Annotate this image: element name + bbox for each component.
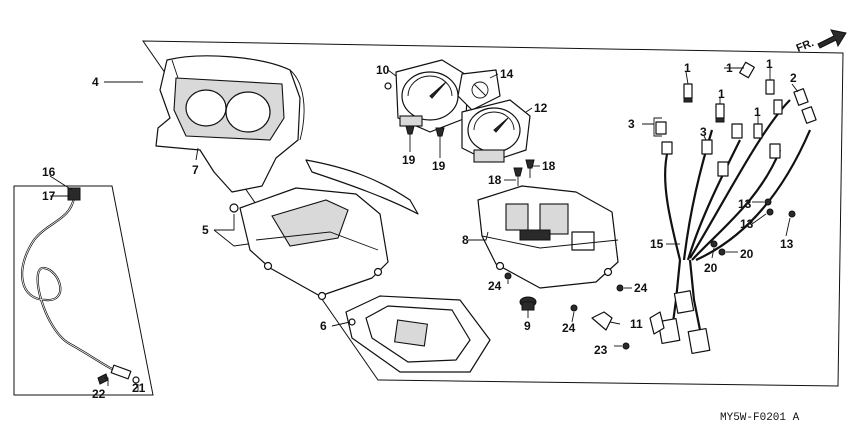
callout-1d: 1 <box>766 57 773 71</box>
callout-8: 8 <box>462 233 469 247</box>
meter-cover-upper <box>155 55 305 193</box>
callout-14: 14 <box>500 67 514 81</box>
speedometer <box>384 59 469 133</box>
callout-18a: 18 <box>488 173 502 187</box>
callout-13c: 13 <box>780 237 794 251</box>
speedometer-cable <box>21 187 140 385</box>
callout-20b: 20 <box>740 247 754 261</box>
cable-boundary-frame <box>13 185 154 396</box>
tachometer <box>461 99 531 163</box>
wire-harness <box>649 99 812 354</box>
screw-24a <box>504 272 512 280</box>
screw-19b <box>435 127 445 148</box>
callout-13b: 13 <box>740 217 754 231</box>
trip-knob <box>519 296 537 311</box>
bulb-socket-1c <box>715 103 725 123</box>
callout-17: 17 <box>42 189 56 203</box>
indicator-unit <box>457 69 501 111</box>
wire-clamp <box>591 311 613 331</box>
callout-20a: 20 <box>704 261 718 275</box>
bulb-socket-1b <box>739 61 755 79</box>
leader-lines <box>49 67 799 392</box>
callout-15: 15 <box>650 237 664 251</box>
meter-case <box>477 185 619 289</box>
diagram-code: MY5W-F0201 A <box>720 412 800 424</box>
screw-18b <box>525 159 535 178</box>
callout-24a: 24 <box>488 279 502 293</box>
callout-11: 11 <box>630 317 643 331</box>
callout-4: 4 <box>92 75 99 89</box>
callout-24c: 24 <box>634 281 648 295</box>
callout-12: 12 <box>534 101 548 115</box>
callout-6: 6 <box>320 319 327 333</box>
screw-20a <box>710 240 718 248</box>
callout-13a: 13 <box>738 197 752 211</box>
screw-13c <box>788 210 796 218</box>
callout-1c: 1 <box>718 87 725 101</box>
callout-18b: 18 <box>542 159 556 173</box>
screw-18a <box>513 167 523 186</box>
meter-panel <box>345 295 491 373</box>
callout-5: 5 <box>202 223 209 237</box>
callout-2: 2 <box>790 71 797 85</box>
screw-13b <box>766 208 774 216</box>
screw-23 <box>622 342 630 350</box>
callout-19b: 19 <box>432 159 446 173</box>
screw-13a <box>764 198 772 206</box>
screw-24b <box>570 304 578 312</box>
front-direction-arrow: FR. <box>795 29 847 55</box>
callout-24b: 24 <box>562 321 576 335</box>
bulb-socket-1a <box>683 83 693 103</box>
callout-1e: 1 <box>754 105 761 119</box>
screw-19a <box>405 125 415 146</box>
callout-23: 23 <box>594 343 608 357</box>
bulb-socket-1f <box>753 123 763 139</box>
callout-19a: 19 <box>402 153 416 167</box>
bulb-socket-3b <box>701 139 713 155</box>
callout-22: 22 <box>92 387 106 401</box>
callout-3b: 3 <box>700 125 707 139</box>
seal-strip <box>305 159 419 215</box>
callout-21: 21 <box>132 381 146 395</box>
callout-7: 7 <box>192 163 199 177</box>
bulb-socket-2 <box>793 88 817 124</box>
callout-3a: 3 <box>628 117 635 131</box>
screw-24c <box>616 284 624 292</box>
bulb-socket-3a <box>655 121 673 155</box>
meter-cover-lower <box>229 187 389 301</box>
callout-9: 9 <box>524 319 531 333</box>
bulb-socket-1e <box>773 99 783 115</box>
bulb-socket-1d <box>765 79 775 95</box>
callout-1a: 1 <box>684 61 691 75</box>
bulb-sockets-right <box>717 123 781 177</box>
callout-1b: 1 <box>726 61 733 75</box>
screw-20b <box>718 248 726 256</box>
callout-16: 16 <box>42 165 56 179</box>
callout-10: 10 <box>376 63 390 77</box>
